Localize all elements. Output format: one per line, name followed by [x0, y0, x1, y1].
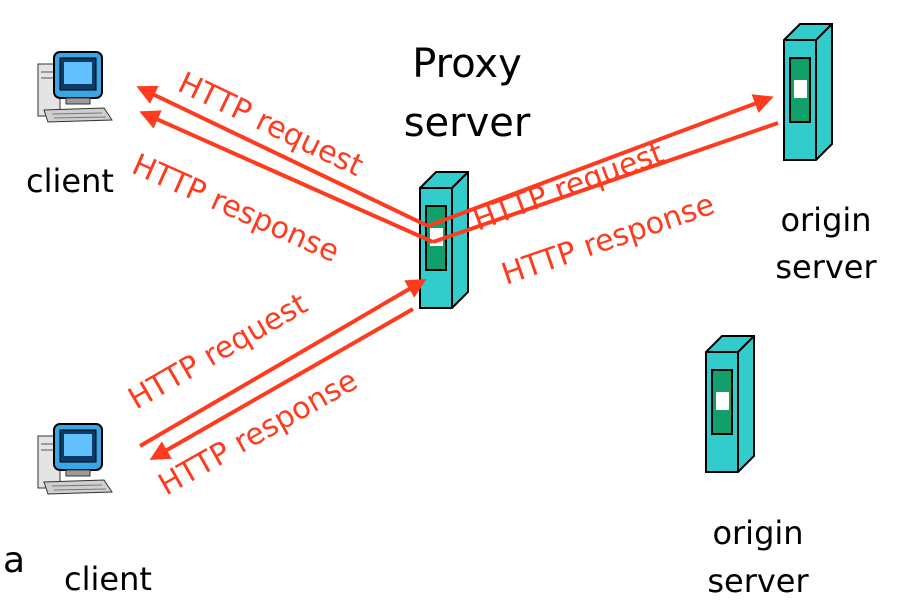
- proxy-title-line2: server: [404, 100, 531, 146]
- origin-server-2-label-line1: origin: [712, 514, 803, 552]
- client2-response-arrow: [149, 307, 414, 460]
- client1-response-arrow: [139, 110, 434, 244]
- client-bottom-computer-icon: [37, 423, 113, 495]
- proxy-title-line1: Proxy: [412, 41, 522, 87]
- client-top-label: client: [26, 162, 114, 200]
- client-bottom-label: client: [64, 560, 152, 598]
- client2-request-arrow: [138, 278, 427, 448]
- stray-a-label: a: [3, 540, 25, 581]
- origin-server-2-icon: [705, 335, 755, 473]
- origin-server-1-icon: [783, 23, 833, 161]
- origin-server-1-label-line2: server: [775, 248, 877, 286]
- origin-server-2-label-line2: server: [707, 562, 809, 600]
- client-top-computer-icon: [37, 51, 113, 123]
- origin-request-arrow: [427, 94, 774, 228]
- client1-request-label: HTTP request: [173, 66, 369, 184]
- origin-server-1-label-line1: origin: [780, 201, 871, 239]
- client1-response-label: HTTP response: [127, 147, 345, 270]
- origin-response-arrow: [432, 121, 779, 244]
- client1-request-arrow: [136, 85, 429, 228]
